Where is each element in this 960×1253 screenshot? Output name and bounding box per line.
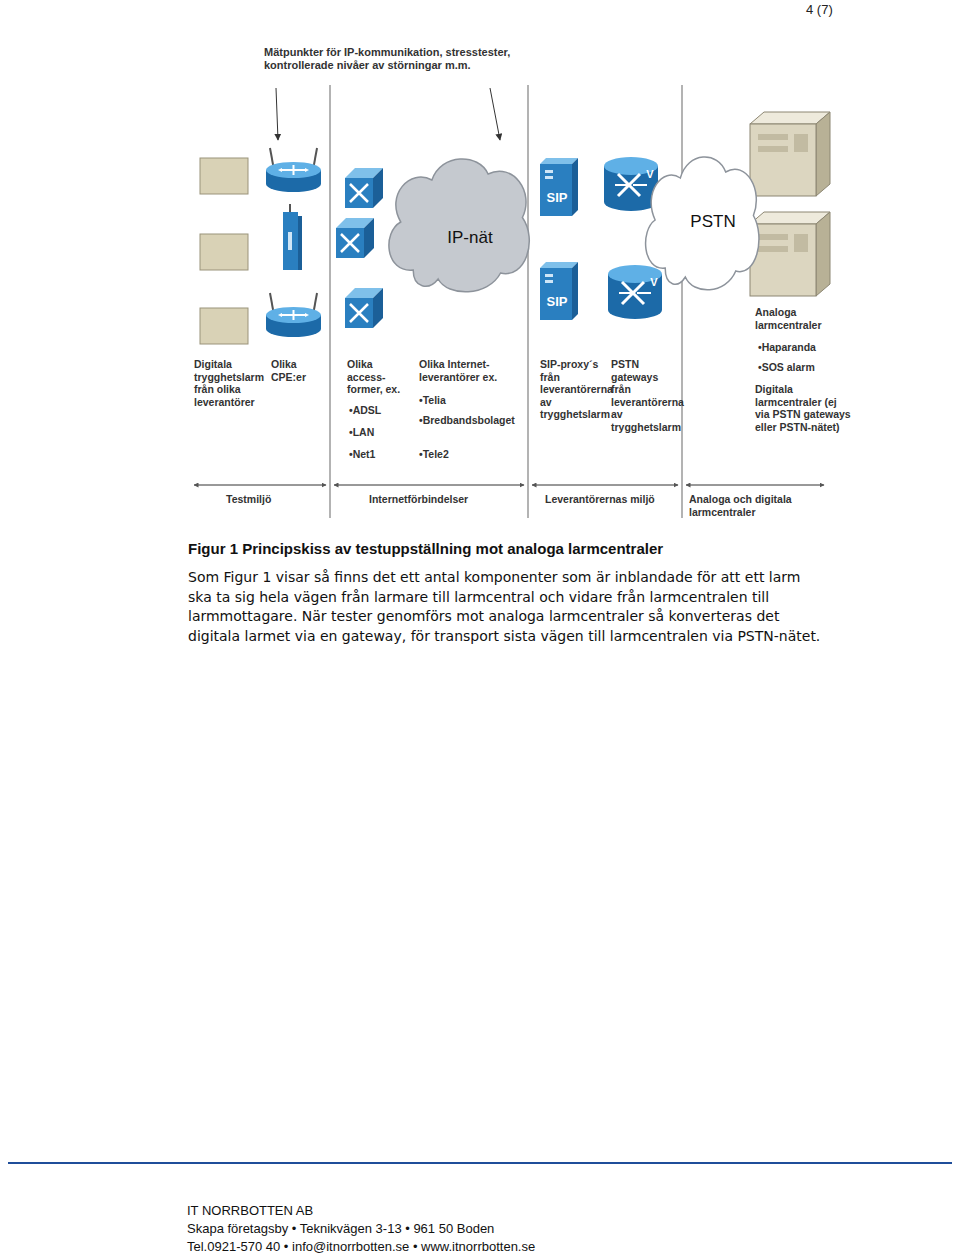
column-label: Olika access-former, ex. — [347, 358, 409, 396]
column-label: Analoga larmcentraler — [755, 306, 845, 331]
cloud-outline — [382, 150, 538, 300]
footer-text: Tel.0921-570 40 • info@itnorrbotten.se •… — [187, 1239, 687, 1253]
range-label: Internetförbindelser — [369, 493, 499, 506]
column-label: PSTN gateways från leverantörerna av try… — [611, 358, 677, 434]
column-label: Digitala trygghetslarm från olika levera… — [194, 358, 266, 408]
footer-text: IT NORRBOTTEN AB — [187, 1203, 587, 1219]
icon-letter: SIP — [541, 294, 573, 310]
callout-text: Mätpunkter för IP-kommunikation, stresst… — [264, 46, 544, 72]
column-label: •Tele2 — [419, 448, 509, 461]
column-label: •Telia — [419, 394, 509, 407]
cloud-label: PSTN — [640, 148, 786, 232]
column-label: Olika CPE:er — [271, 358, 327, 383]
network-cloud: IP-nät — [382, 150, 558, 300]
range-label: Analoga och digitala larmcentraler — [689, 493, 819, 518]
column-label: SIP-proxy´s från leverantörerna av trygg… — [540, 358, 606, 421]
column-label: •LAN — [349, 426, 409, 439]
figure-caption: Figur 1 Principskiss av testuppställning… — [188, 540, 828, 558]
column-label: •ADSL — [349, 404, 409, 417]
icon-letter: SIP — [541, 190, 573, 206]
body-paragraph: Som Figur 1 visar så finns det ett antal… — [188, 568, 828, 646]
column-label: •SOS alarm — [758, 361, 848, 374]
icon-letter: V — [643, 168, 657, 181]
footer-text: Skapa företagsby • Teknikvägen 3-13 • 96… — [187, 1221, 687, 1237]
column-label: Digitala larmcentraler (ej via PSTN gate… — [755, 383, 851, 433]
column-label: •Bredbandsbolaget — [419, 414, 523, 427]
range-label: Leverantörernas miljö — [545, 493, 675, 506]
icon-letter: V — [647, 276, 661, 289]
range-label: Testmiljö — [226, 493, 316, 506]
column-label: •Net1 — [349, 448, 409, 461]
page-number: 4 (7) — [806, 2, 856, 18]
column-label: •Haparanda — [758, 341, 848, 354]
cloud-label: IP-nät — [382, 150, 558, 248]
network-cloud: PSTN — [640, 148, 786, 298]
column-label: Olika Internet-leverantörer ex. — [419, 358, 509, 383]
